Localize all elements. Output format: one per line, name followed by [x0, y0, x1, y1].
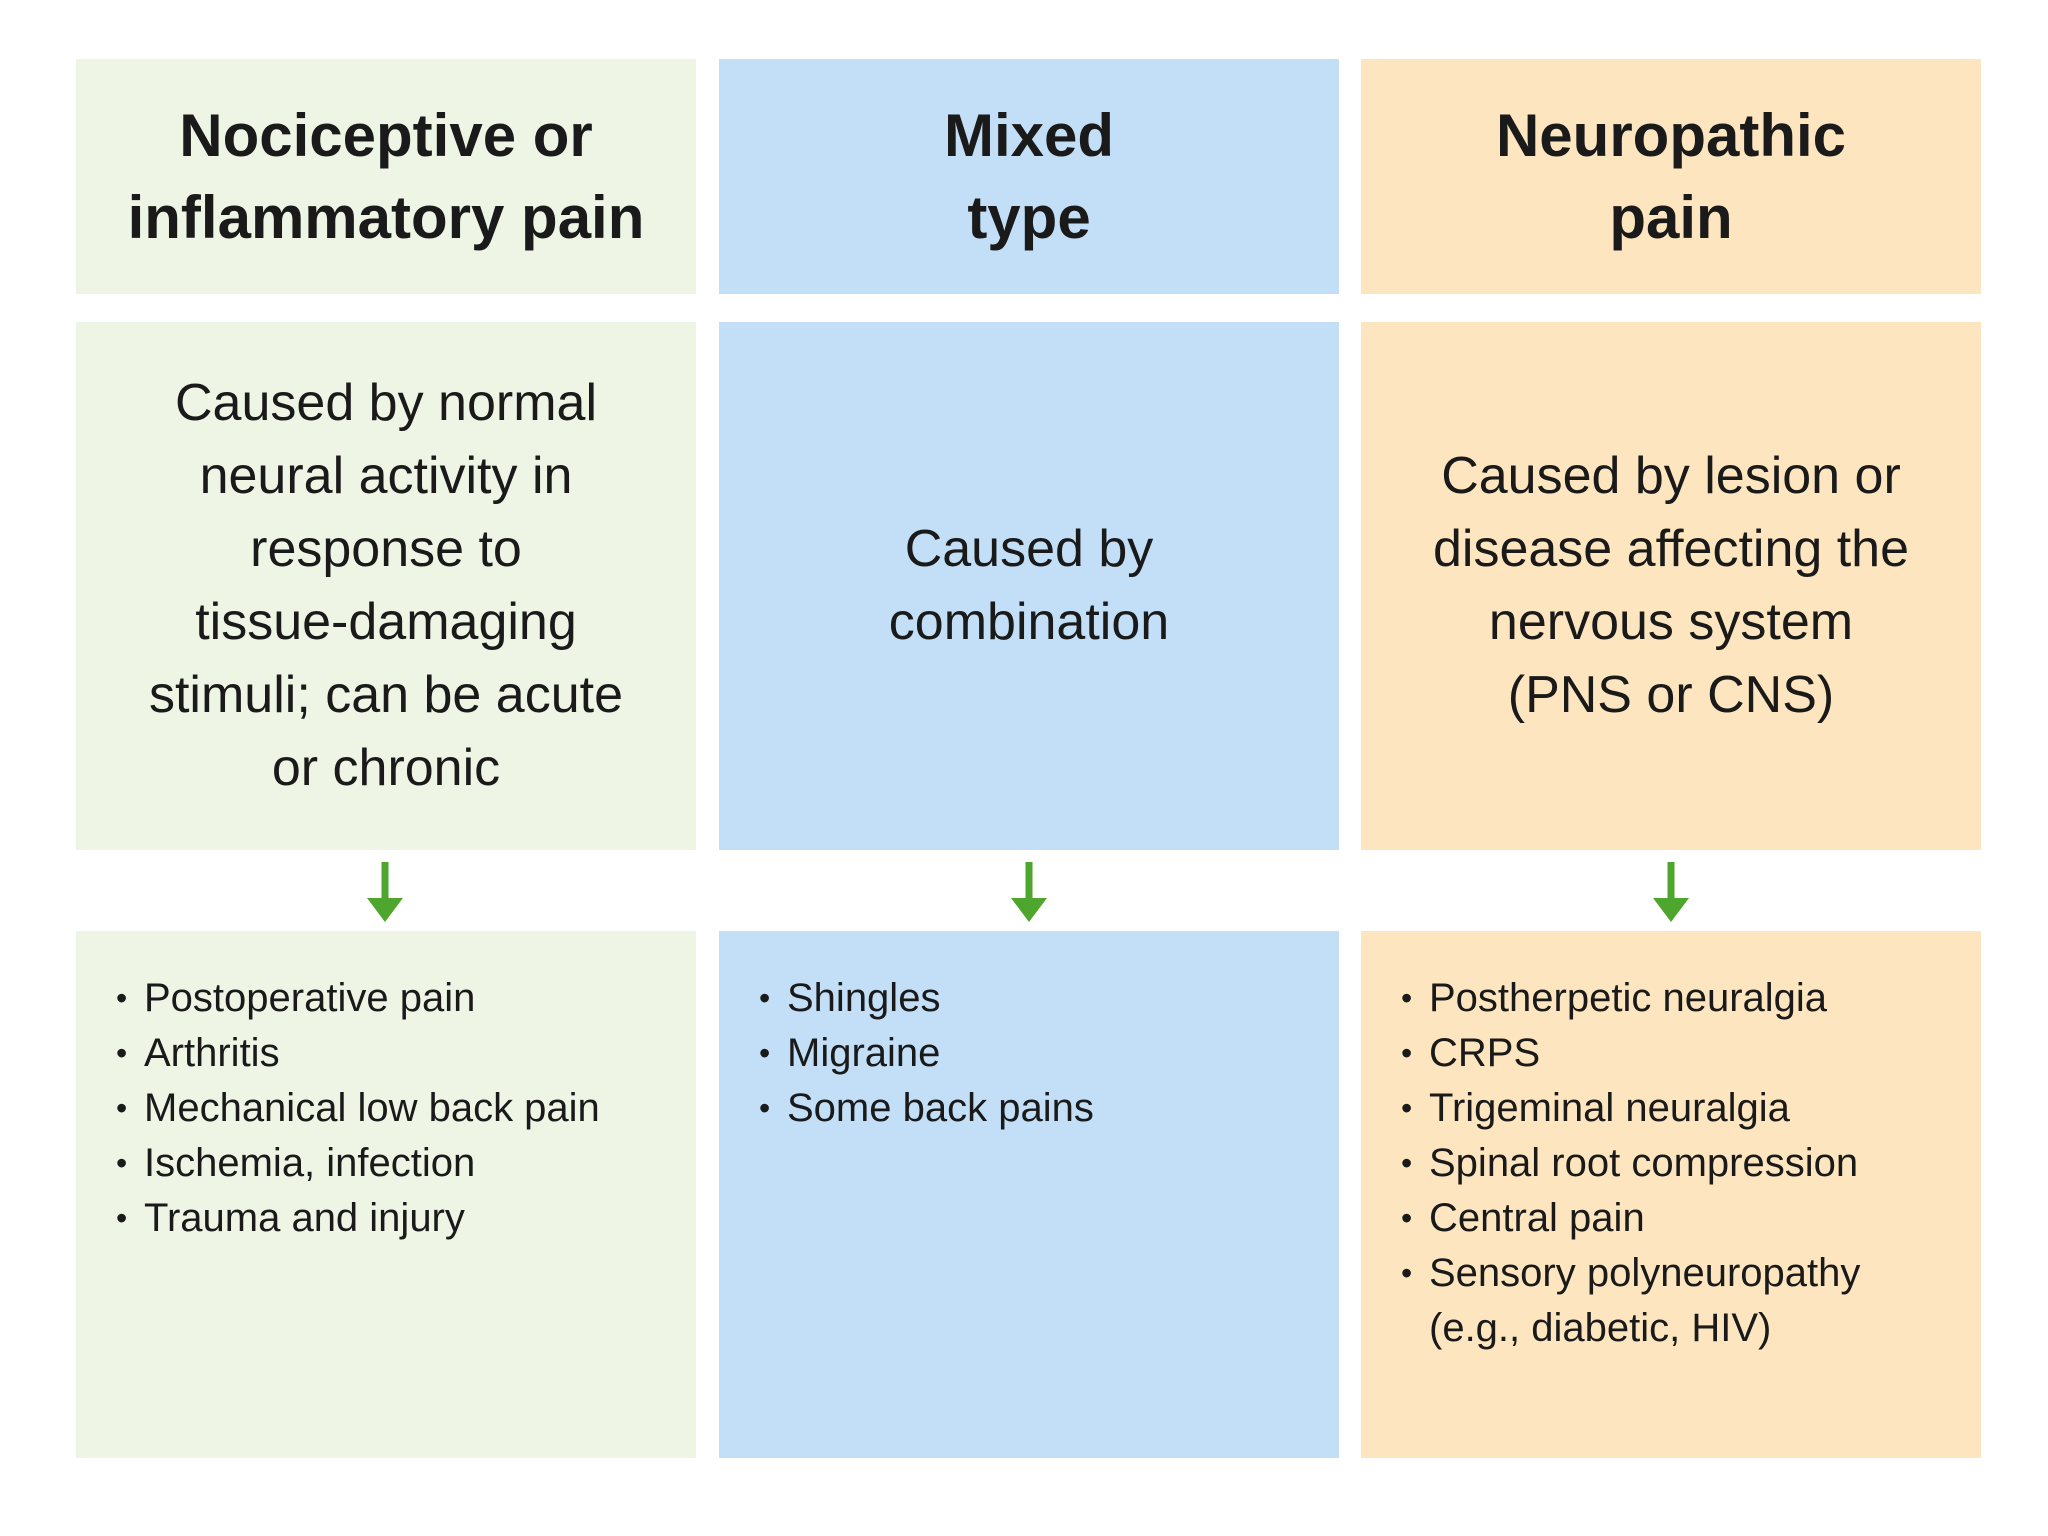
examples-list: Postherpetic neuralgia CRPS Trigeminal n…: [1401, 971, 1860, 1356]
description-line: Caused by lesion or: [1441, 447, 1901, 505]
description-line: neural activity in: [199, 447, 573, 505]
down-arrow-icon: [1011, 862, 1047, 922]
examples-box-nociceptive: Postoperative pain Arthritis Mechanical …: [76, 931, 696, 1458]
down-arrow-icon: [367, 862, 403, 922]
list-item: Mechanical low back pain: [116, 1081, 600, 1136]
examples-list: Shingles Migraine Some back pains: [759, 971, 1094, 1136]
description-line: stimuli; can be acute: [148, 666, 624, 724]
description-line: Caused by normal: [175, 374, 597, 432]
list-item-continuation: (e.g., diabetic, HIV): [1429, 1306, 1772, 1350]
header-line: Neuropathic: [1495, 101, 1847, 169]
list-item: Central pain: [1401, 1191, 1860, 1246]
description-line: Caused by: [904, 520, 1154, 578]
list-item: Shingles: [759, 971, 1094, 1026]
description-line: nervous system: [1488, 593, 1854, 651]
examples-box-neuropathic: Postherpetic neuralgia CRPS Trigeminal n…: [1361, 931, 1981, 1458]
header-line: inflammatory pain: [127, 183, 645, 251]
list-item: Postherpetic neuralgia: [1401, 971, 1860, 1026]
list-item: Migraine: [759, 1026, 1094, 1081]
description-line: or chronic: [271, 739, 501, 797]
description-line: disease affecting the: [1432, 520, 1910, 578]
list-item: Spinal root compression: [1401, 1136, 1860, 1191]
description-line: response to: [250, 520, 522, 578]
examples-box-mixed: Shingles Migraine Some back pains: [719, 931, 1339, 1458]
header-box-neuropathic: Neuropathic pain: [1361, 59, 1981, 294]
header-line: type: [967, 183, 1091, 251]
list-item: Arthritis: [116, 1026, 600, 1081]
list-item: Sensory polyneuropathy: [1401, 1246, 1860, 1301]
examples-list: Postoperative pain Arthritis Mechanical …: [116, 971, 600, 1246]
list-item: Postoperative pain: [116, 971, 600, 1026]
header-box-mixed: Mixed type: [719, 59, 1339, 294]
description-box-nociceptive: Caused by normal neural activity in resp…: [76, 322, 696, 850]
list-item: Trauma and injury: [116, 1191, 600, 1246]
list-item: Trigeminal neuralgia: [1401, 1081, 1860, 1136]
header-line: pain: [1609, 183, 1733, 251]
header-line: Mixed: [943, 101, 1115, 169]
description-line: tissue-damaging: [195, 593, 577, 651]
description-box-mixed: Caused by combination: [719, 322, 1339, 850]
header-line: Nociceptive or: [179, 101, 593, 169]
down-arrow-icon: [1653, 862, 1689, 922]
header-box-nociceptive: Nociceptive or inflammatory pain: [76, 59, 696, 294]
description-line: (PNS or CNS): [1507, 666, 1835, 724]
list-item: Some back pains: [759, 1081, 1094, 1136]
list-item: CRPS: [1401, 1026, 1860, 1081]
description-box-neuropathic: Caused by lesion or disease affecting th…: [1361, 322, 1981, 850]
list-item: Ischemia, infection: [116, 1136, 600, 1191]
description-line: combination: [888, 593, 1170, 651]
